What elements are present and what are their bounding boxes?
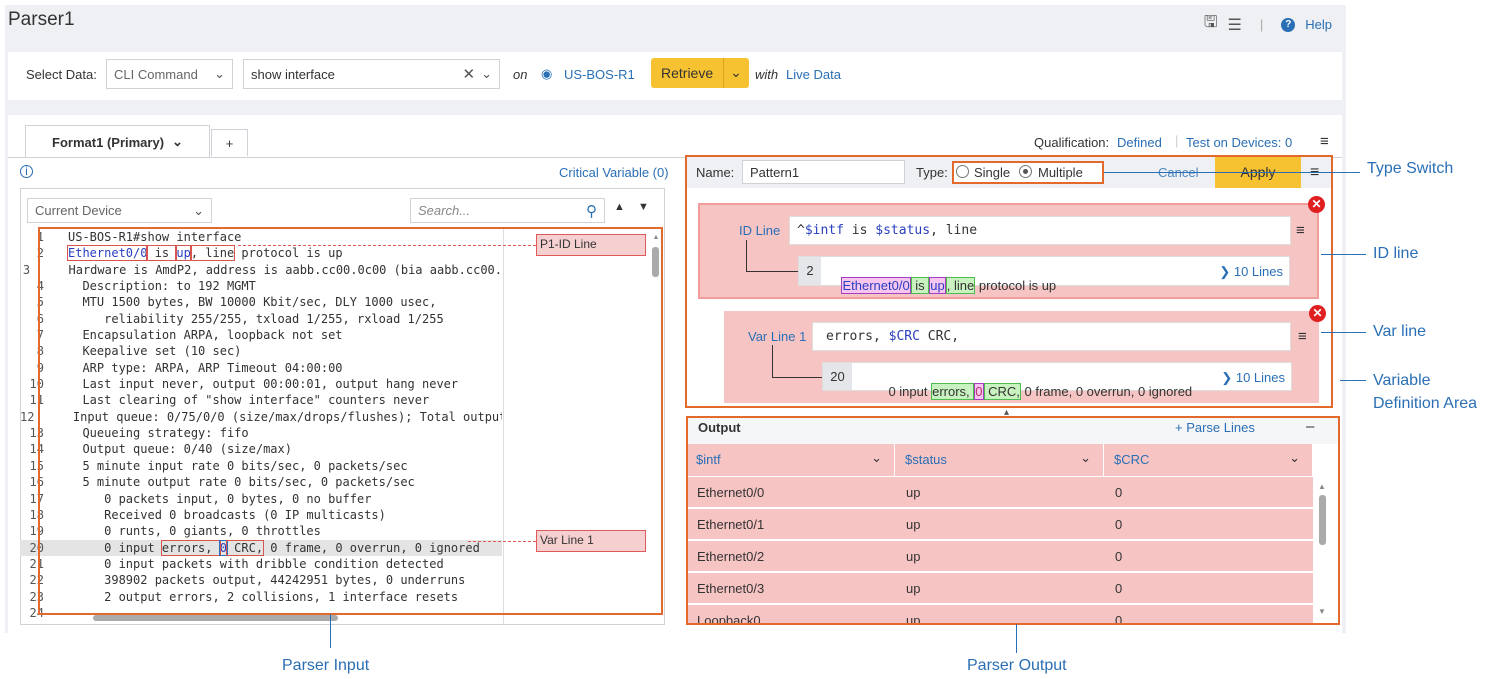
divider: | bbox=[1260, 17, 1263, 32]
chevron-down-icon: ⌄ bbox=[214, 66, 225, 82]
callout-line bbox=[1104, 172, 1360, 173]
callout-line bbox=[1340, 380, 1366, 381]
device-icon: ◉ bbox=[541, 66, 552, 82]
data-type-value: CLI Command bbox=[114, 67, 198, 82]
select-data-label: Select Data: bbox=[26, 67, 97, 82]
with-label: with bbox=[755, 67, 778, 82]
callout-line bbox=[1321, 332, 1366, 333]
callout-line bbox=[1016, 624, 1017, 653]
critical-variable-link[interactable]: Critical Variable (0) bbox=[559, 165, 669, 180]
callout-type-switch: Type Switch bbox=[1367, 160, 1453, 178]
device-link[interactable]: US-BOS-R1 bbox=[564, 67, 635, 82]
connector-line bbox=[238, 245, 536, 246]
arrow-up-icon[interactable]: ▲ bbox=[614, 201, 625, 213]
add-tab-button[interactable]: + bbox=[211, 129, 248, 156]
save-icon[interactable]: 🖫 bbox=[1204, 11, 1218, 38]
retrieve-label: Retrieve bbox=[651, 65, 723, 81]
retrieve-button[interactable]: Retrieve ⌄ bbox=[651, 58, 749, 88]
on-label: on bbox=[513, 67, 527, 82]
callout-id-line: ID line bbox=[1373, 245, 1418, 263]
connector-line bbox=[468, 541, 536, 542]
variable-definition-highlight bbox=[685, 155, 1333, 408]
p1-id-line-tag: P1-ID Line bbox=[536, 234, 646, 256]
parser-output-highlight bbox=[686, 416, 1340, 625]
help-link[interactable]: Help bbox=[1305, 17, 1332, 32]
search-placeholder: Search... bbox=[418, 203, 470, 218]
command-value: show interface bbox=[251, 67, 335, 82]
search-icon[interactable]: ⚲ bbox=[586, 202, 597, 220]
data-type-select[interactable]: CLI Command ⌄ bbox=[106, 59, 233, 89]
chevron-down-icon[interactable]: ⌄ bbox=[172, 134, 183, 150]
callout-parser-input: Parser Input bbox=[282, 657, 369, 675]
tab-label: Format1 (Primary) bbox=[52, 135, 164, 150]
header-toolbar: 🖫 ☰ | ? Help bbox=[1204, 11, 1332, 38]
command-input[interactable]: show interface ✕ ⌄ bbox=[243, 59, 500, 89]
clear-icon[interactable]: ✕ bbox=[463, 65, 476, 83]
chevron-down-icon: ⌄ bbox=[193, 203, 204, 219]
tab-format1-primary[interactable]: Format1 (Primary) ⌄ bbox=[25, 125, 210, 158]
menu-icon[interactable]: ≡ bbox=[1320, 133, 1329, 150]
var-line-1-tag: Var Line 1 bbox=[536, 530, 646, 552]
parser-input-highlight bbox=[38, 227, 663, 615]
chevron-down-icon[interactable]: ⌄ bbox=[481, 66, 492, 82]
list-settings-icon[interactable]: ☰ bbox=[1228, 15, 1242, 35]
callout-line bbox=[1321, 254, 1366, 255]
divider: | bbox=[1175, 133, 1178, 148]
search-input[interactable]: Search... ⚲ bbox=[410, 198, 605, 223]
callout-vda-1: Variable bbox=[1373, 372, 1431, 390]
device-scope-value: Current Device bbox=[35, 203, 122, 218]
device-scope-select[interactable]: Current Device ⌄ bbox=[27, 198, 212, 223]
live-data-link[interactable]: Live Data bbox=[786, 67, 841, 82]
callout-parser-output: Parser Output bbox=[967, 657, 1067, 675]
help-icon[interactable]: ? bbox=[1281, 18, 1295, 32]
arrow-down-icon[interactable]: ▼ bbox=[638, 201, 649, 213]
chevron-down-icon[interactable]: ⌄ bbox=[723, 58, 748, 88]
callout-line bbox=[330, 614, 331, 648]
callout-vda-2: Definition Area bbox=[1373, 395, 1477, 413]
test-on-devices-link[interactable]: Test on Devices: 0 bbox=[1186, 135, 1292, 150]
qualification-label: Qualification: bbox=[1034, 135, 1109, 150]
page-title: Parser1 bbox=[8, 9, 75, 31]
callout-var-line: Var line bbox=[1373, 323, 1426, 341]
info-icon[interactable]: i bbox=[20, 165, 33, 178]
select-data-bar: Select Data: CLI Command ⌄ show interfac… bbox=[8, 52, 1342, 100]
qualification-value[interactable]: Defined bbox=[1117, 135, 1162, 150]
